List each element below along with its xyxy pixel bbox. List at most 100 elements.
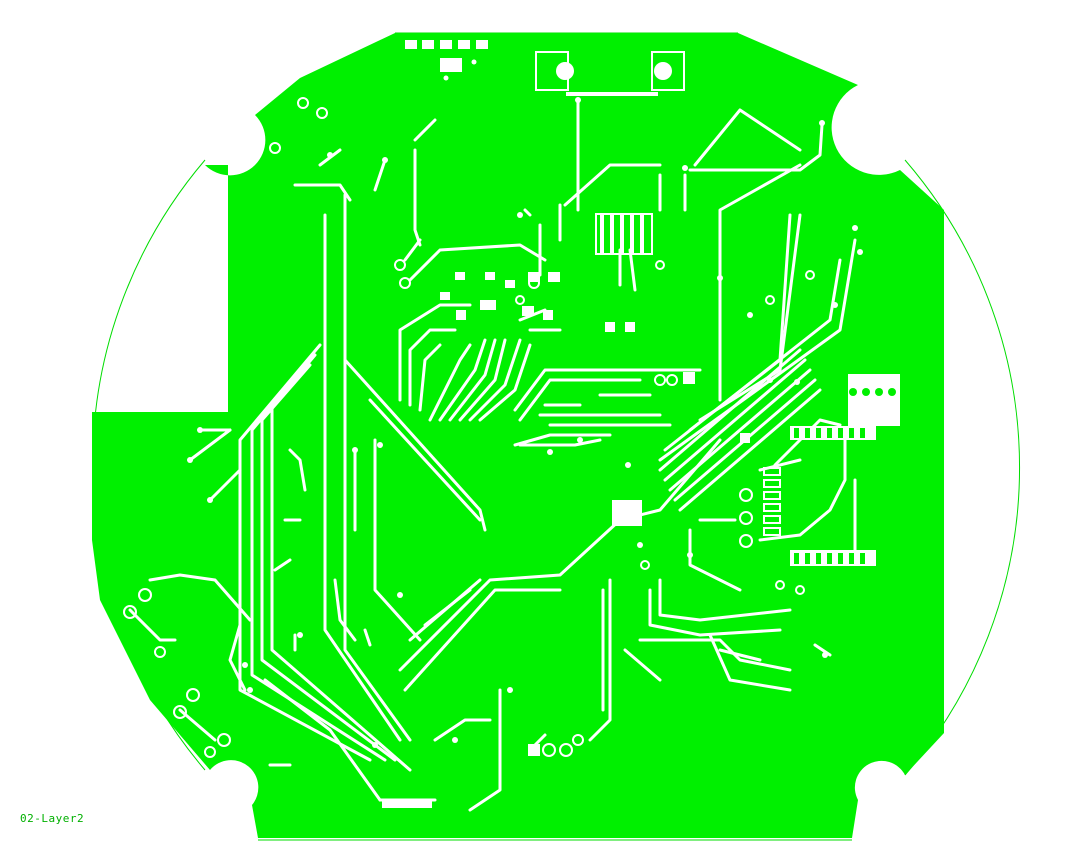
trace — [588, 578, 612, 742]
connector-pad — [422, 40, 434, 49]
trace — [293, 183, 352, 202]
via — [204, 746, 216, 758]
cutout — [382, 800, 432, 808]
trace — [628, 248, 637, 292]
via-dot — [547, 449, 553, 455]
via — [765, 295, 775, 305]
trace — [373, 438, 422, 642]
via-dot — [187, 457, 193, 463]
pin — [860, 553, 865, 564]
header-row — [790, 426, 876, 440]
trace — [363, 628, 372, 647]
trace — [518, 378, 642, 422]
cutout — [612, 500, 642, 526]
trace — [273, 558, 292, 572]
pad — [456, 310, 466, 320]
trace — [260, 363, 397, 762]
layer-label: 02-Layer2 — [20, 812, 85, 825]
trace — [208, 468, 242, 502]
header-pins — [794, 388, 896, 564]
trace — [468, 688, 502, 812]
ic-pin — [620, 214, 624, 254]
trace — [688, 528, 742, 592]
via-dot — [197, 427, 203, 433]
pin — [838, 553, 843, 564]
trace — [458, 338, 507, 422]
via-dot — [517, 212, 523, 218]
switch-body — [651, 51, 685, 91]
via-dot — [857, 249, 863, 255]
via — [394, 259, 406, 271]
connector-pad — [405, 40, 417, 49]
via — [739, 534, 753, 548]
via — [186, 688, 200, 702]
connector-pad — [440, 40, 452, 49]
via-dot — [382, 157, 388, 163]
pin — [763, 467, 781, 476]
via — [572, 734, 584, 746]
trace — [698, 213, 802, 422]
via-dot — [207, 497, 213, 503]
pin — [849, 388, 857, 396]
pad — [605, 322, 615, 332]
trace — [228, 623, 247, 692]
pin — [816, 428, 821, 438]
trace — [688, 123, 824, 172]
via — [173, 705, 187, 719]
switch-hole — [556, 62, 574, 80]
trace — [398, 438, 722, 672]
trace — [333, 578, 357, 642]
via-dot — [625, 462, 631, 468]
trace — [408, 328, 457, 407]
via-dot — [832, 302, 838, 308]
pad-clearances — [382, 40, 900, 808]
via — [542, 743, 556, 757]
via-dot — [575, 97, 581, 103]
pin — [849, 553, 854, 564]
via — [559, 743, 573, 757]
via — [528, 277, 540, 289]
trace — [373, 158, 387, 192]
trace — [323, 213, 402, 742]
via-dot — [822, 652, 828, 658]
pin — [827, 428, 832, 438]
via — [739, 511, 753, 525]
pin — [805, 428, 810, 438]
via-dot — [747, 312, 753, 318]
trace — [513, 433, 612, 447]
connector-pad — [440, 58, 462, 72]
connector-pad — [458, 40, 470, 49]
outline-arc-right — [904, 159, 1021, 776]
trace — [658, 238, 857, 462]
trace — [288, 448, 307, 492]
via — [640, 560, 650, 570]
via — [154, 646, 166, 658]
ic-pin — [630, 214, 634, 254]
via-dot — [682, 165, 688, 171]
trace — [238, 343, 372, 762]
trace — [708, 633, 792, 692]
pin — [849, 428, 854, 438]
pin — [763, 491, 781, 500]
via-dot — [377, 442, 383, 448]
trace — [718, 648, 762, 662]
via-dots — [187, 59, 863, 748]
pin-column — [763, 467, 781, 536]
ic-pin — [600, 214, 604, 254]
pin — [794, 553, 799, 564]
pin — [763, 503, 781, 512]
pad — [505, 280, 515, 288]
trace — [438, 338, 487, 422]
via — [297, 97, 309, 109]
trace — [433, 718, 492, 742]
via-dot — [577, 437, 583, 443]
copper-pour — [92, 33, 944, 838]
via-dot — [297, 632, 303, 638]
via-dot — [352, 447, 358, 453]
via-dot — [242, 662, 248, 668]
pad — [485, 272, 495, 280]
pad — [480, 300, 496, 310]
pad — [543, 310, 553, 320]
pin — [860, 428, 865, 438]
